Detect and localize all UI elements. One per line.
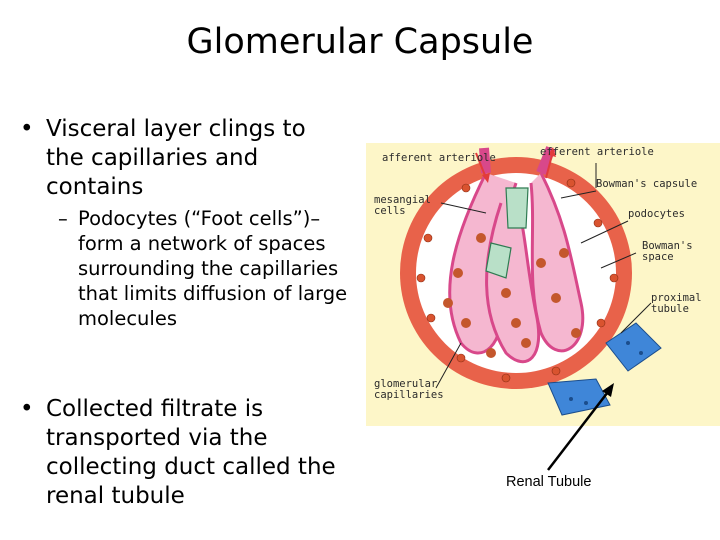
label-glomerular-capillaries: glomerular capillaries: [374, 378, 444, 401]
efferent-vessel: [536, 146, 556, 175]
label-podocytes: podocytes: [628, 208, 685, 220]
afferent-vessel: [479, 147, 491, 174]
bullet-collected-filtrate: • Collected filtrate is transported via …: [20, 395, 360, 511]
sub-bullet-marker: –: [58, 207, 68, 230]
afferent-flow-arrow: [475, 152, 487, 179]
glomerulus-illustration: [366, 143, 720, 426]
bullet-text: Collected filtrate is transported via th…: [46, 396, 336, 509]
label-proximal-tubule: proximal tubule: [651, 292, 702, 315]
leader-lines: [435, 163, 652, 389]
mesangial-cells: [485, 187, 529, 279]
label-bowmans-space: Bowman's space: [642, 240, 693, 263]
bullet-marker: •: [20, 116, 34, 142]
label-bowmans-capsule: Bowman's capsule: [596, 178, 698, 190]
bullet-visceral-layer: • Visceral layer clings to the capillari…: [20, 115, 350, 202]
sub-bullet-podocytes: – Podocytes (“Foot cells”)– form a netwo…: [58, 206, 358, 331]
renal-tubule-label: Renal Tubule: [506, 474, 592, 490]
proximal-tubule: [547, 322, 662, 416]
label-afferent-arteriole: afferent arteriole: [382, 152, 496, 164]
capsule-cells: [416, 178, 619, 383]
bullet-marker: •: [20, 396, 34, 422]
label-efferent-arteriole: efferent arteriole: [540, 146, 654, 158]
efferent-flow-arrow: [545, 154, 553, 179]
slide-title: Glomerular Capsule: [186, 22, 534, 62]
podocyte-cells: [443, 233, 581, 358]
capillary-loops: [448, 172, 585, 364]
bullet-text: Visceral layer clings to the capillaries…: [46, 116, 306, 200]
label-mesangial-cells: mesangial cells: [374, 194, 431, 217]
glomerulus-diagram: afferent arteriole efferent arteriole Bo…: [366, 143, 720, 426]
tubule-nuclei: [569, 341, 643, 405]
sub-bullet-text: Podocytes (“Foot cells”)– form a network…: [78, 207, 348, 330]
